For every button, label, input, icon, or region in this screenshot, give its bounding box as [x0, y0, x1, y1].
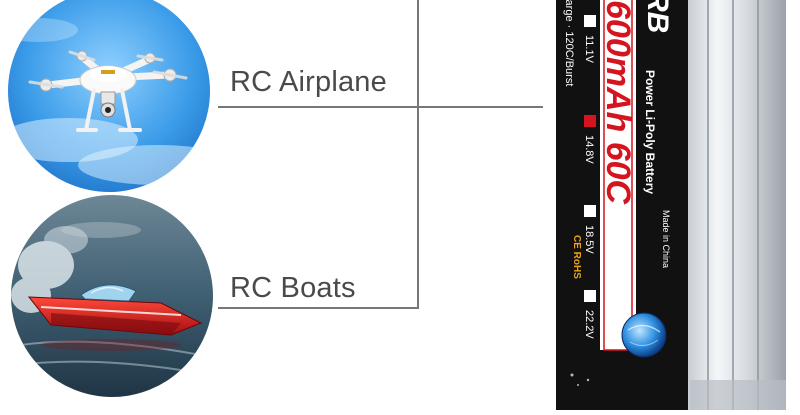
drone-illustration	[8, 0, 210, 192]
connector-airplane-horizontal	[218, 106, 543, 108]
voltage-label: 14.8V	[583, 135, 595, 164]
battery-series-text: Power Li-Poly Battery	[643, 70, 657, 194]
battery-discharge-text: ischarge · 120C/Burst	[563, 0, 575, 86]
connector-boats-horizontal	[218, 307, 419, 309]
voltage-label: 18.5V	[583, 225, 595, 254]
speedboat-illustration	[11, 195, 213, 397]
drone-photo	[8, 0, 210, 192]
battery-cert-text: CE RoHS	[571, 235, 582, 279]
lipo-battery-pack: 600mAh 60C RB Power Li-Poly Battery isch…	[556, 0, 786, 410]
voltage-label: 22.2V	[583, 310, 595, 339]
voltage-list: 11.1V 14.8V 18.5V 22.2V	[583, 15, 596, 339]
globe-icon	[621, 312, 667, 358]
connector-vertical-trunk	[417, 0, 419, 309]
voltage-label: 11.1V	[583, 35, 595, 64]
battery-capacity-text: 600mAh 60C	[599, 0, 637, 205]
battery-brand-text: RB	[641, 0, 674, 33]
application-label-boats: RC Boats	[230, 272, 356, 304]
battery-origin-text: Made in China	[661, 210, 671, 268]
speedboat-photo	[11, 195, 213, 397]
application-label-airplane: RC Airplane	[230, 66, 387, 98]
